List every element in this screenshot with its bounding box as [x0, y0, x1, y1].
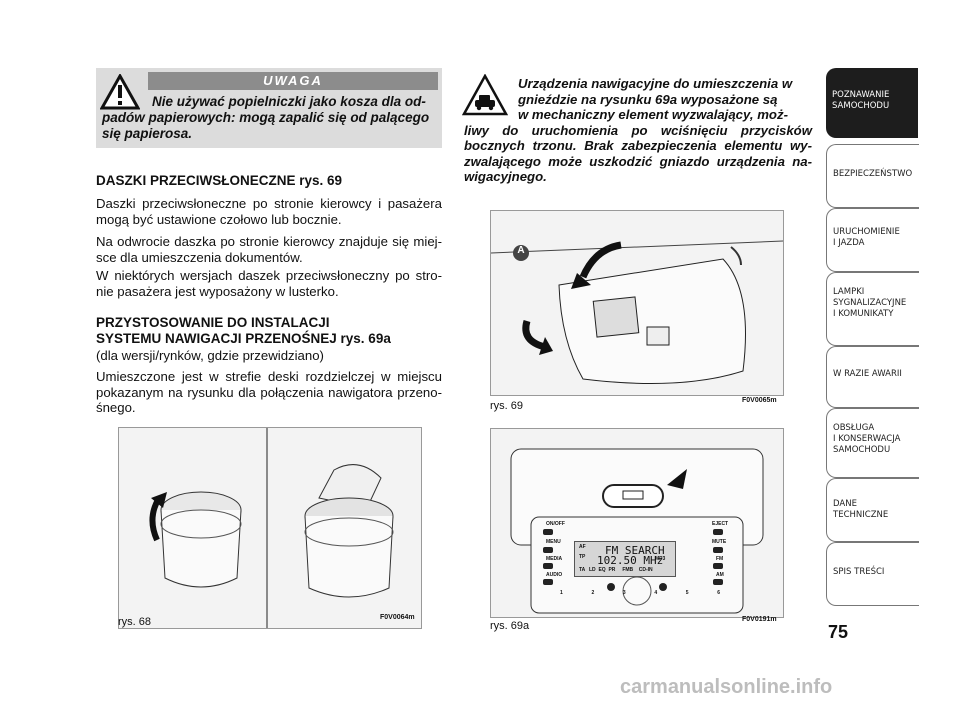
tab-label: POZNAWANIE SAMOCHODU: [832, 90, 890, 111]
radio-preset-5: 5: [685, 590, 689, 596]
radio-am-label: AM: [716, 572, 724, 578]
radio-af: AF: [579, 544, 586, 550]
visors-paragraph-3: W niektórych wersjach daszek przeciwsłon…: [96, 268, 442, 299]
tab-uruchomienie-i-jazda[interactable]: URUCHOMIENIE I JAZDA: [826, 208, 919, 272]
nav-paragraph: Umieszczone jest w strefie deski rozdzie…: [96, 369, 442, 415]
tab-label: SPIS TREŚCI: [833, 567, 885, 577]
tab-poznawanie-samochodu[interactable]: POZNAWANIE SAMOCHODU: [826, 68, 918, 138]
tab-spis-tresci[interactable]: SPIS TREŚCI: [826, 542, 919, 606]
nav-heading-line-2: SYSTEMU NAWIGACJI PRZENOŚNEJ rys. 69a: [96, 331, 391, 346]
tab-w-razie-awarii[interactable]: W RAZIE AWARII: [826, 346, 919, 408]
radio-media-label: MEDIA: [546, 556, 563, 562]
visors-paragraph-1: Daszki przeciwsłoneczne po stronie kiero…: [96, 196, 442, 227]
radio-fm-label: FM: [716, 556, 724, 562]
radio-on-off-label: ON/OFF: [546, 521, 565, 527]
tab-lampki-sygnalizacyjne[interactable]: LAMPKI SYGNALIZACYJNE I KOMUNIKATY: [826, 272, 919, 346]
figure-69: A: [490, 210, 784, 396]
figure-68-code: F0V0064m: [380, 614, 415, 621]
tab-dane-techniczne[interactable]: DANE TECHNICZNE: [826, 478, 919, 542]
figure-69-code: F0V0065m: [742, 397, 777, 404]
note-line-2: gnieździe na rysunku 69a wyposażone są: [518, 91, 778, 107]
tab-label: BEZPIECZEŃSTWO: [833, 169, 913, 179]
tab-label: DANE TECHNICZNE: [833, 499, 889, 520]
visors-paragraph-2: Na odwrocie daszka po stronie kierowcy z…: [96, 234, 442, 265]
visors-heading: DASZKI PRZECIWSŁONECZNE rys. 69: [96, 173, 343, 188]
radio-mute-label: MUTE: [712, 539, 727, 545]
ashtray-illustration: [149, 428, 394, 628]
radio-preset-6: 6: [717, 590, 720, 596]
tab-label: OBSŁUGA I KONSERWACJA SAMOCHODU: [833, 423, 901, 455]
warning-heading: UWAGA: [148, 72, 438, 90]
radio-mp3: MP3: [655, 556, 666, 562]
radio-preset-1: 1: [560, 590, 563, 596]
radio-display-line-2: 102.50 MHz: [597, 554, 664, 567]
warning-box: UWAGA Nie używać popielniczki jako kosza…: [96, 68, 442, 148]
figure-68-caption: rys. 68: [118, 616, 152, 628]
nav-heading-line-1: PRZYSTOSOWANIE DO INSTALACJI: [96, 315, 330, 330]
radio-menu-label: MENU: [546, 539, 561, 545]
tab-label: W RAZIE AWARII: [833, 369, 902, 379]
tab-obsluga-i-konserwacja[interactable]: OBSŁUGA I KONSERWACJA SAMOCHODU: [826, 408, 919, 478]
tab-label: LAMPKI SYGNALIZACYJNE I KOMUNIKATY: [833, 287, 907, 319]
radio-eject-label: EJECT: [712, 521, 729, 527]
figure-69-label-a: A: [517, 245, 525, 256]
tab-label: URUCHOMIENIE I JAZDA: [833, 227, 900, 248]
radio-audio-label: AUDIO: [546, 572, 563, 578]
footer-watermark: carmanualsonline.info: [620, 676, 833, 698]
nav-device-note: Urządzenia nawigacyjne do umieszczenia w…: [464, 76, 812, 185]
figure-69a: [490, 428, 784, 618]
radio-preset-2: 2: [591, 590, 595, 596]
figure-68: [118, 427, 422, 629]
radio-preset-4: 4: [654, 590, 658, 596]
figure-69a-code: F0V0191m: [742, 616, 777, 623]
note-line-3: w mechaniczny element wyzwalający, moż-: [518, 107, 788, 122]
note-line-1: Urządzenia nawigacyjne do umieszczenia w: [518, 76, 793, 91]
sun-visor-illustration: [490, 240, 784, 384]
tab-bezpieczenstwo[interactable]: BEZPIECZEŃSTWO: [826, 144, 919, 208]
nav-subtitle: (dla wersji/rynków, gdzie przewidziano): [96, 348, 324, 363]
radio-tp: TP: [579, 554, 586, 560]
note-rest: liwy do uruchomienia po wciśnięciu przyc…: [464, 122, 812, 185]
radio-display-line-1: FM SEARCH: [605, 544, 665, 557]
vehicle-warning-icon: [462, 74, 508, 116]
radio-ta: TA: [579, 567, 586, 573]
warning-text: Nie używać popielniczki jako kosza dla o…: [102, 94, 430, 141]
radio-preset-row: 1 2 3 4 5 6: [560, 590, 720, 596]
figure-69a-caption: rys. 69a: [490, 620, 530, 632]
page-number: 75: [828, 622, 849, 642]
figure-69-caption: rys. 69: [490, 400, 524, 412]
radio-display: FM SEARCH 102.50 MHz AF TP TA MP3 LD EQ …: [574, 541, 676, 577]
warning-triangle-icon: [100, 74, 140, 110]
radio-status-row: LD EQ PR FMB CD-IN: [589, 567, 653, 573]
dashboard-radio-illustration: [510, 448, 764, 614]
radio-preset-3: 3: [622, 590, 626, 596]
